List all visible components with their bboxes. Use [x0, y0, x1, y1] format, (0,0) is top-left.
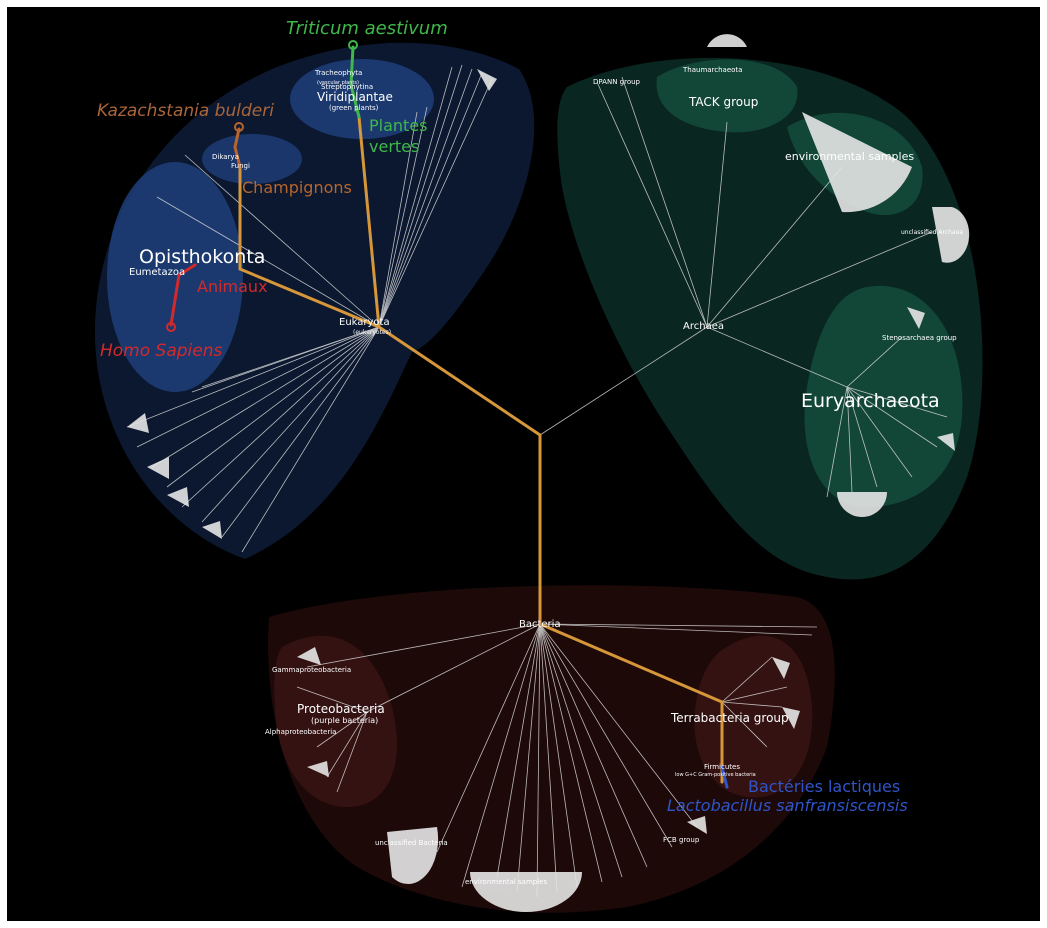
- annotation-champignons: Champignons: [242, 178, 352, 197]
- unclassified-archaea-fan: [932, 207, 970, 263]
- unclassified-bacteria-fan: [387, 827, 439, 885]
- annotation-kazachstania: Kazachstania bulderi: [97, 101, 274, 121]
- label-euryarchaeota: Euryarchaeota: [801, 390, 940, 412]
- label-unclassified-bacteria: unclassified Bacteria: [375, 839, 448, 847]
- label-vascular: (vascular plants): [317, 80, 359, 86]
- proteobacteria-clade: [274, 635, 397, 807]
- triticum-pin: [348, 40, 358, 50]
- leaf-cluster: [477, 69, 497, 91]
- highlight-path-plants: [357, 115, 381, 329]
- label-streptophytina: Streptophytina: [321, 83, 373, 91]
- leaf-cluster: [202, 521, 222, 539]
- label-thaumarchaeota: Thaumarchaeota: [682, 66, 742, 74]
- env-archaea-fan: [802, 112, 912, 213]
- label-tack: TACK group: [688, 95, 758, 109]
- annotation-vertes: vertes: [369, 137, 419, 156]
- leaf-cluster: [167, 487, 189, 507]
- annotation-lactobacillus: Lactobacillus sanfransiscensis: [667, 796, 908, 815]
- annotation-animaux: Animaux: [197, 277, 268, 296]
- label-tracheophyta: Tracheophyta: [314, 69, 362, 77]
- label-archaea: Archaea: [683, 321, 724, 332]
- label-viridiplantae: Viridiplantae: [317, 90, 393, 104]
- label-terrabacteria: Terrabacteria group: [670, 711, 789, 725]
- label-stenosarchaea: Stenosarchaea group: [882, 334, 957, 342]
- animal-lineage: [169, 263, 197, 327]
- fungi-clade: [202, 134, 302, 184]
- label-eumetazoa: Eumetazoa: [129, 267, 185, 278]
- annotation-bacteries: Bactéries lactiques: [748, 777, 900, 796]
- label-eukaryota: Eukaryota: [339, 317, 390, 328]
- label-opisthokonta: Opisthokonta: [139, 246, 265, 268]
- label-viridiplantae-sub: (green plants): [329, 104, 379, 112]
- env-bacteria-fan: [470, 872, 582, 912]
- leaf-cluster: [687, 816, 707, 834]
- label-low-gc: low G+C Gram-positive bacteria: [675, 772, 756, 778]
- annotation-plantes: Plantes: [369, 116, 428, 135]
- label-alpha: Alphaproteobacteria: [265, 728, 336, 736]
- label-env-archaea: environmental samples: [785, 150, 914, 163]
- label-eukaryota-sub: (eukaryotes): [353, 329, 391, 336]
- label-fcb: FCB group: [663, 836, 700, 844]
- tack-clade: [656, 59, 798, 133]
- leaf-cluster: [782, 707, 800, 729]
- lactic-lineage: [720, 765, 729, 789]
- annotation-triticum: Triticum aestivum: [286, 18, 448, 39]
- leaf-cluster: [147, 457, 169, 479]
- tree-of-life-canvas: Eukaryota (eukaryotes) Archaea Bacteria …: [7, 7, 1040, 921]
- opisthokonta-clade: [107, 162, 243, 392]
- plant-lineage: [349, 45, 361, 119]
- leaf-cluster: [937, 433, 955, 451]
- annotation-homo: Homo Sapiens: [100, 341, 223, 361]
- kazachstania-pin: [234, 122, 244, 132]
- highlight-path-main: [238, 165, 542, 437]
- highlight-path-root-bacteria: [538, 433, 724, 784]
- leaf-cluster: [772, 657, 790, 679]
- label-bacteria: Bacteria: [519, 619, 561, 630]
- label-fungi: Fungi: [231, 162, 250, 170]
- euryarchaeota-fan: [837, 492, 887, 517]
- leaf-cluster: [907, 307, 925, 329]
- tack-fan: [707, 34, 747, 47]
- leaf-cluster: [297, 647, 321, 665]
- label-unclassified-archaea: unclassified Archaea: [901, 229, 963, 236]
- label-proteo-sub: (purple bacteria): [311, 716, 378, 725]
- leaf-cluster: [307, 761, 329, 777]
- label-dpann: DPANN group: [593, 78, 641, 86]
- label-proteobacteria: Proteobacteria: [297, 702, 385, 716]
- leaf-cluster: [127, 413, 149, 433]
- label-gamma: Gammaproteobacteria: [272, 666, 351, 674]
- label-firmicutes: Firmicutes: [704, 763, 740, 771]
- phylogenetic-tree: Eukaryota (eukaryotes) Archaea Bacteria …: [94, 18, 983, 913]
- homo-pin: [166, 322, 176, 332]
- viridiplantae-clade: [290, 59, 434, 139]
- fungi-lineage: [233, 127, 242, 169]
- label-dikarya: Dikarya: [212, 153, 239, 161]
- euryarchaeota-clade: [804, 285, 963, 507]
- label-env-bacteria: environmental samples: [465, 878, 547, 886]
